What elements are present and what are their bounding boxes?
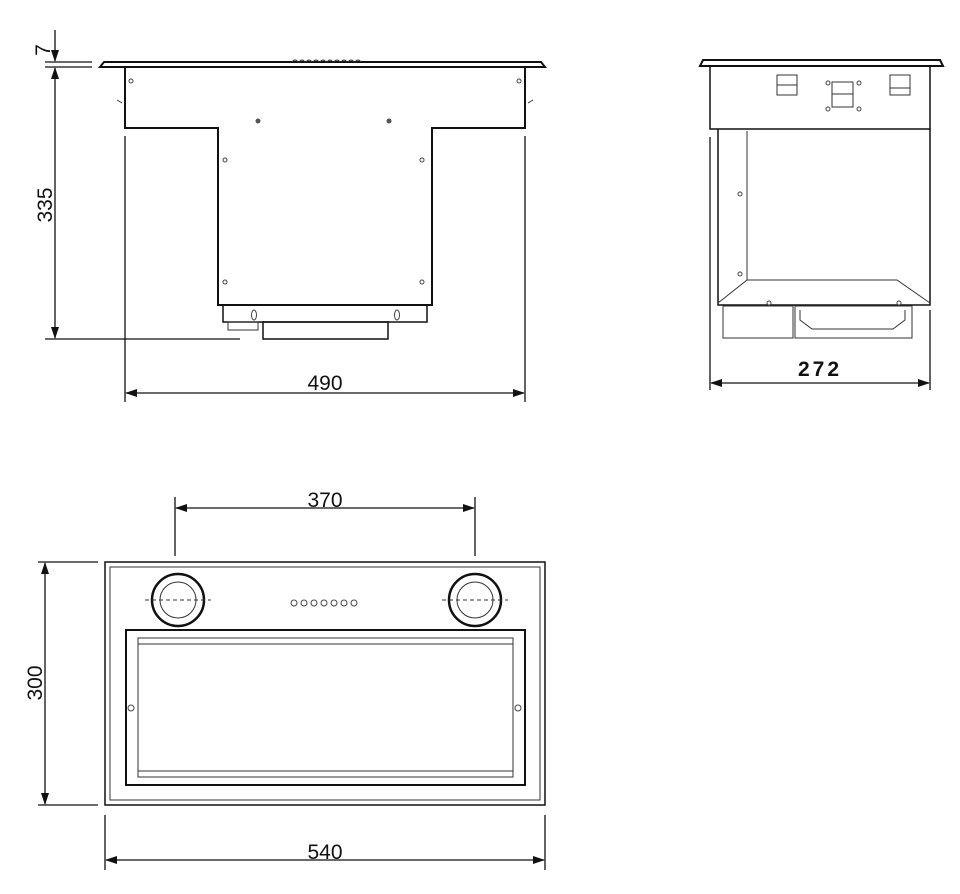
dimension-label-7: 7 (32, 44, 55, 56)
hood-body (124, 67, 526, 306)
side-filter-box (794, 305, 913, 339)
filter-tray (262, 321, 389, 340)
dimension-width: 490 (124, 136, 526, 402)
light-housing (227, 321, 259, 331)
dimension-height: 335 (34, 67, 240, 340)
duct-outlet-right (442, 572, 508, 628)
duct-outlet-left (145, 572, 211, 628)
dimension-label-540: 540 (307, 841, 342, 864)
bottom-view: 370 300 540 (24, 489, 546, 870)
control-buttons (291, 59, 362, 63)
dimension-label-300: 300 (24, 665, 47, 700)
dimension-label-370: 370 (307, 489, 342, 512)
dimension-depth: 272 (709, 137, 931, 390)
side-view: 272 (698, 59, 945, 390)
hood-outline (104, 561, 546, 806)
dimension-bottom-width: 540 (104, 815, 546, 870)
control-buttons-bottom (290, 599, 358, 607)
dimension-label-490: 490 (307, 372, 342, 395)
top-plate (97, 61, 548, 68)
side-light-box (722, 305, 794, 339)
front-view: 7 335 490 (32, 30, 548, 402)
side-top-plate (698, 59, 945, 67)
grease-filter (125, 629, 526, 786)
dimension-label-335: 335 (34, 187, 57, 222)
dimension-lip: 7 (32, 30, 92, 68)
side-upper-body (709, 65, 931, 130)
dimension-duct-spacing: 370 (174, 489, 476, 556)
dimension-bottom-depth: 300 (24, 561, 98, 806)
side-lower-body (717, 129, 931, 306)
dimension-label-272: 272 (798, 358, 842, 381)
